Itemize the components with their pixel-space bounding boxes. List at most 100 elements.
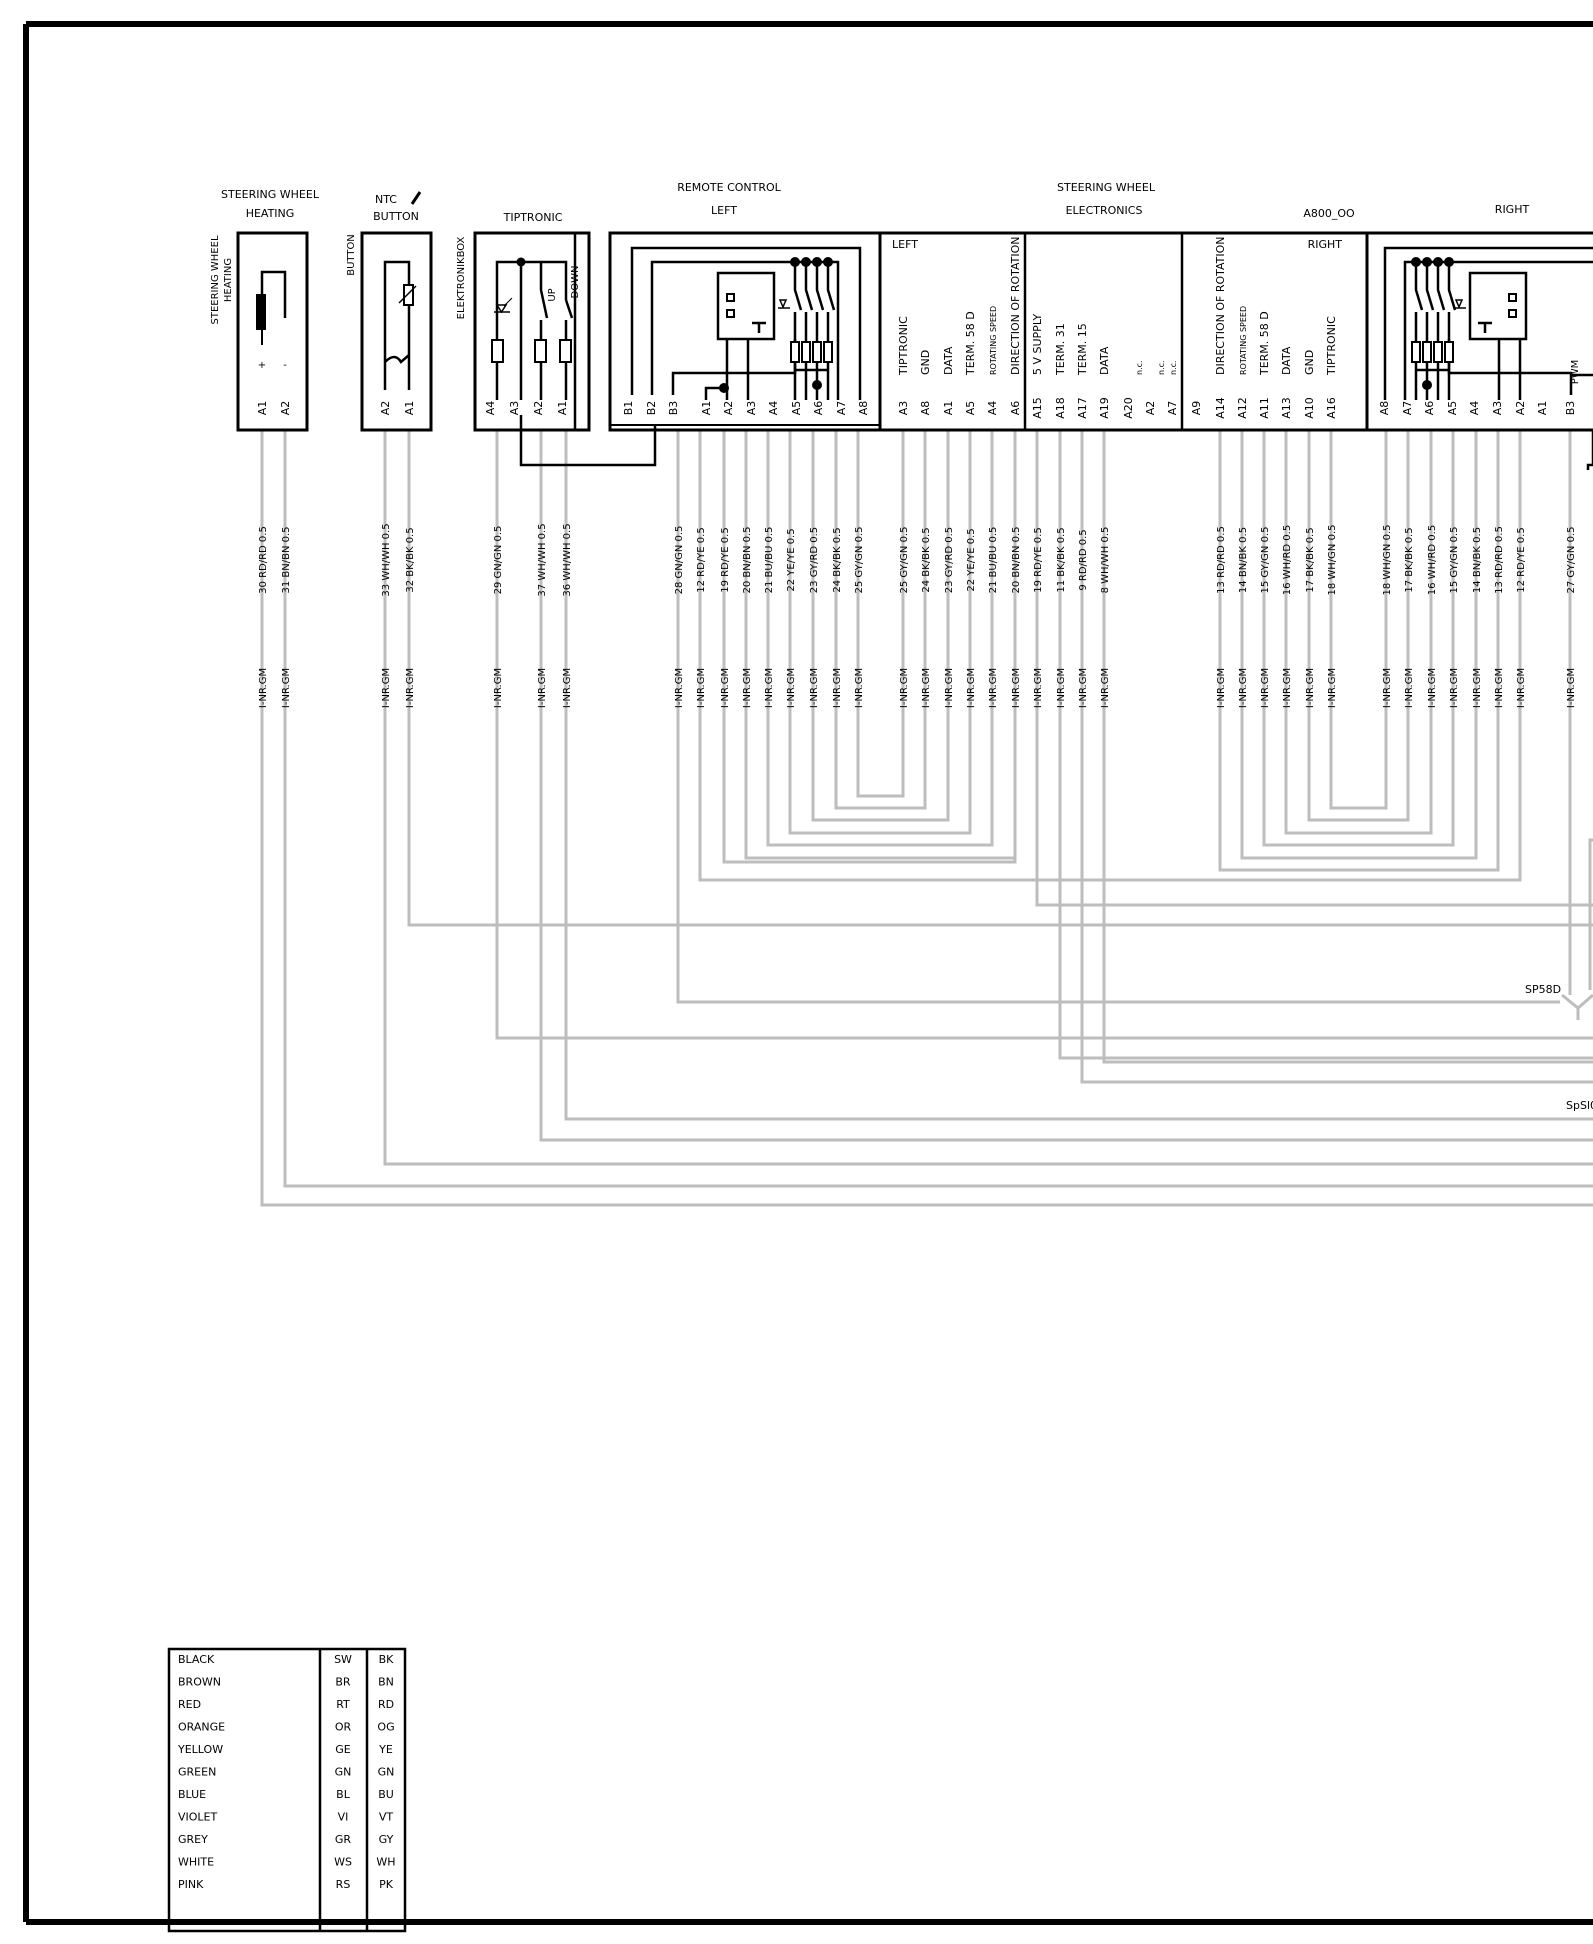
harness-label-11: I-NR.GM [764, 668, 775, 708]
legend-en-5: GN [378, 1766, 395, 1779]
harness-label-30: I-NR.GM [1305, 668, 1316, 708]
pin-remote-left-1: B2 [645, 401, 658, 416]
ntc-marker-icon [410, 191, 422, 205]
wire-loop-right-4 [1307, 470, 1410, 822]
legend-de-10: RS [336, 1878, 351, 1891]
legend-de-9: WS [334, 1856, 352, 1869]
harness-label-3: I-NR.GM [405, 668, 416, 708]
wire-loop-right-2 [1262, 470, 1455, 847]
pin-remote-right-7: A1 [1536, 401, 1549, 416]
wire-label-elec_mid-2: 9 RD/RD 0.5 [1078, 529, 1089, 590]
wire-loop-left-0 [744, 470, 1017, 860]
component-steering-wheel-heating: STEERING WHEEL HEATING STEERING WHEEL HE… [210, 188, 320, 432]
legend-de-5: GN [335, 1766, 352, 1779]
wire-label-remote_right-0: 18 WH/GN 0.5 [1382, 525, 1393, 596]
wire-label-elec_left-4: 21 BU/BU 0.5 [988, 527, 999, 594]
legend-de-2: RT [336, 1698, 350, 1711]
pin-elec-left-5: A6 [1009, 401, 1022, 416]
legend-color-9: WHITE [178, 1856, 214, 1869]
remote-left-encoder-icon [716, 271, 776, 341]
wire-label-elec_mid-0: 19 RD/YE 0.5 [1033, 527, 1044, 592]
harness-label-4: I-NR.GM [493, 668, 504, 708]
pin-tiptronic-3: A1 [556, 401, 569, 416]
harness-label-17: I-NR.GM [921, 668, 932, 708]
pin-elec-left-4: A4 [986, 401, 999, 416]
harness-label-14: I-NR.GM [832, 668, 843, 708]
wire-label-remote_right-5: 13 RD/RD 0.5 [1494, 526, 1505, 594]
harness-label-5: I-NR.GM [537, 668, 548, 708]
wire-label-remote_right-7: 27 GY/GN 0.5 [1566, 527, 1577, 594]
component-remote-control-left: REMOTE CONTROL LEFT [608, 181, 882, 432]
wire-elec-8 [1102, 430, 1593, 1064]
wire-loop-left-5 [856, 470, 905, 798]
harness-label-39: I-NR.GM [1566, 668, 1577, 708]
legend-de-6: BL [336, 1788, 351, 1801]
electronics-title-2: ELECTRONICS [1066, 204, 1143, 217]
wire-loop-right-1 [1240, 470, 1478, 860]
harness-label-24: I-NR.GM [1078, 668, 1089, 708]
harness-label-16: I-NR.GM [899, 668, 910, 708]
harness-label-1: I-NR.GM [281, 668, 292, 708]
wire-label-remote_right-4: 14 BN/BK 0.5 [1472, 527, 1483, 593]
ntc-title-1: NTC [375, 193, 397, 206]
wire-label-elec_left-1: 24 BK/BK 0.5 [921, 527, 932, 592]
wire-label-elec_left-3: 22 YE/YE 0.5 [966, 528, 977, 591]
pin-remote-left-8: A6 [812, 401, 825, 416]
harness-label-36: I-NR.GM [1472, 668, 1483, 708]
component-remote-control-right: RIGHT PWM [1362, 203, 1593, 470]
wire-label-elec_right-5: 18 WH/GN 0.5 [1327, 525, 1338, 596]
tiptronic-led-icon [495, 304, 508, 314]
pin-remote-left-4: A2 [722, 401, 735, 416]
tiptronic-up-label: UP [547, 288, 558, 301]
remote-left-title-2: LEFT [711, 204, 737, 217]
wire-label-elec_mid-3: 8 WH/WH 0.5 [1100, 527, 1111, 594]
harness-label-13: I-NR.GM [809, 668, 820, 708]
harness-label-9: I-NR.GM [720, 668, 731, 708]
harness-label-27: I-NR.GM [1238, 668, 1249, 708]
ntc-resistor-icon [403, 284, 414, 306]
legend-en-7: VT [379, 1811, 394, 1824]
pin-remote-right-8: B3 [1564, 401, 1577, 416]
pin-elec-right-5: A10 [1303, 397, 1316, 419]
wire-label-remote_left-1: 12 RD/YE 0.5 [696, 527, 707, 592]
pin-remote-right-0: A8 [1378, 401, 1391, 416]
wire-elec-9 [1080, 430, 1593, 1084]
wire-loop-left-3 [811, 470, 950, 822]
pin-ntc-1: A1 [403, 401, 416, 416]
wire-label-remote_right-1: 17 BK/BK 0.5 [1404, 527, 1415, 592]
splice-sp58d-node [1561, 993, 1593, 1020]
remote-right-title: RIGHT [1495, 203, 1530, 216]
wire-label-remote_right-3: 15 GY/GN 0.5 [1449, 527, 1460, 594]
tiptronic-side-label: ELEKTRONIKBOX [456, 237, 467, 320]
ntc-switch-icon [384, 305, 411, 390]
elec-right-func-3: TERM. 58 D [1258, 311, 1271, 376]
harness-label-31: I-NR.GM [1327, 668, 1338, 708]
elec-mid-func-2: TERM. 15 [1076, 323, 1089, 376]
wire-label-elec_right-0: 13 RD/RD 0.5 [1216, 526, 1227, 594]
wire-label-tiptronic-2: 36 WH/WH 0.5 [562, 523, 573, 596]
pin-ntc-0: A2 [379, 401, 392, 416]
wire-label-heating-0: 30 RD/RD 0.5 [258, 526, 269, 594]
wire-layer [260, 430, 1593, 1207]
legend-de-1: BR [335, 1676, 351, 1689]
wire-label-elec_left-2: 23 GY/RD 0.5 [944, 527, 955, 593]
wire-loop-left-4 [834, 470, 927, 810]
elec-right-func-4: DATA [1280, 346, 1293, 375]
harness-label-28: I-NR.GM [1260, 668, 1271, 708]
wire-label-elec_mid-1: 11 BK/BK 0.5 [1056, 527, 1067, 592]
heating-side-1: STEERING WHEEL [210, 235, 221, 324]
component-ntc-button: NTC BUTTON BUTTON [346, 191, 433, 432]
pin-elec-right-6: A16 [1325, 397, 1338, 419]
pin-remote-right-1: A7 [1401, 401, 1414, 416]
remote-left-title-1: REMOTE CONTROL [677, 181, 781, 194]
pin-elec-right-0: A9 [1190, 401, 1203, 416]
harness-label-10: I-NR.GM [742, 668, 753, 708]
pin-remote-left-9: A7 [835, 401, 848, 416]
wire-label-remote_left-7: 24 BK/BK 0.5 [832, 527, 843, 592]
elec-left-func-4: ROTATING SPEED [989, 306, 998, 375]
legend-en-0: BK [379, 1653, 395, 1666]
heating-box [236, 231, 309, 432]
